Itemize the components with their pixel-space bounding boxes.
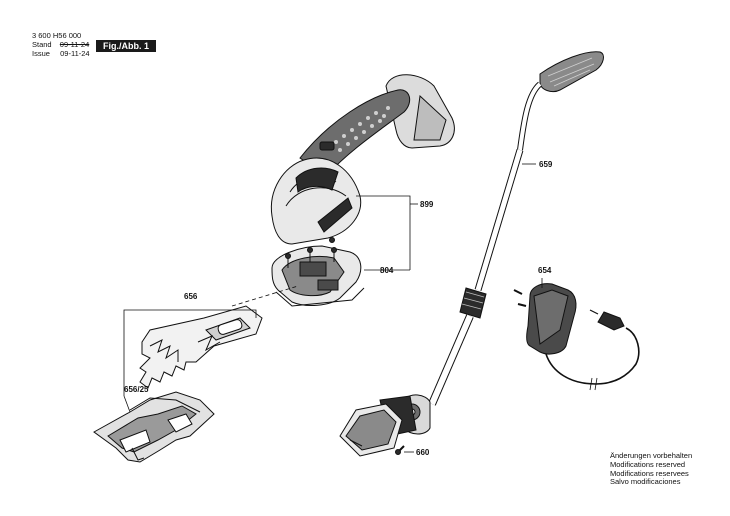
shear-blade xyxy=(139,305,263,389)
part-label-660: 660 xyxy=(416,448,430,457)
part-label-659: 659 xyxy=(539,160,553,169)
note-french: Modifications reservees xyxy=(610,468,689,478)
figure-badge: Fig./Abb. 1 xyxy=(96,40,156,52)
leader-lines xyxy=(123,163,543,453)
issue-line: Issue 09-11-24 xyxy=(32,49,90,58)
issue-value: 09-11-24 xyxy=(60,49,90,58)
part-label-804: 804 xyxy=(380,266,394,275)
issue-label: Issue xyxy=(32,49,50,58)
modification-notes: Änderungen vorbehalten Modifications res… xyxy=(610,451,693,487)
charger xyxy=(513,283,640,391)
note-spanish: Salvo modificaciones xyxy=(610,477,681,487)
part-label-654: 654 xyxy=(538,266,552,275)
blade-guard xyxy=(93,391,215,463)
stand-label: Stand xyxy=(32,40,52,49)
note-english: Modifications reserved xyxy=(610,459,686,469)
stand-line: Stand 09-11-24 xyxy=(32,40,89,49)
telescopic-handle xyxy=(339,51,604,457)
part-label-899: 899 xyxy=(420,200,434,209)
part-label-656-25: 656/25 xyxy=(124,385,149,394)
part-label-656: 656 xyxy=(184,292,198,301)
assembly-line xyxy=(231,285,299,307)
note-german: Änderungen vorbehalten xyxy=(610,451,693,460)
stand-value: 09-11-24 xyxy=(59,40,90,49)
document-number: 3 600 H56 000 xyxy=(32,31,82,40)
shear-tool-body xyxy=(270,74,455,245)
blade-mount-plate xyxy=(271,245,365,307)
